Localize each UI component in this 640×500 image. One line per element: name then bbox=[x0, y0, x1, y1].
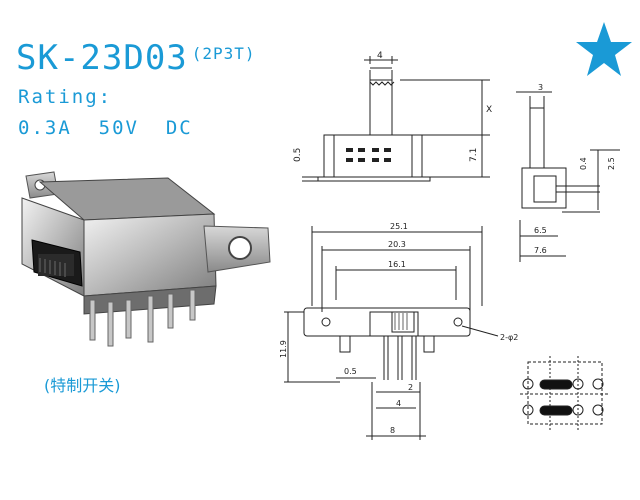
switch-photo bbox=[21, 171, 271, 347]
dim-20-3: 20.3 bbox=[388, 240, 406, 249]
dim-4-bottom: 4 bbox=[396, 399, 401, 408]
dim-16-1: 16.1 bbox=[388, 260, 406, 269]
dim-3: 3 bbox=[538, 83, 543, 92]
dim-2-bottom: 2 bbox=[408, 383, 413, 392]
product-title: SK-23D03(2P3T) bbox=[16, 38, 256, 78]
dim-25-1: 25.1 bbox=[390, 222, 408, 231]
dim-6-5: 6.5 bbox=[534, 226, 547, 235]
pcb-footprint bbox=[520, 356, 610, 430]
front-view bbox=[284, 226, 499, 440]
dim-8: 8 bbox=[390, 426, 395, 435]
dim-hole: 2-φ2 bbox=[500, 333, 518, 342]
dim-7-6: 7.6 bbox=[534, 246, 547, 255]
technical-drawing: 4 X 7.1 0.5 3 0.4 2.5 6.5 7.6 bbox=[279, 51, 620, 440]
dim-x: X bbox=[486, 105, 492, 115]
rating-spec: 0.3A 50V DC bbox=[18, 117, 193, 139]
pole-throw-label: (2P3T) bbox=[191, 44, 256, 63]
dim-0-4: 0.4 bbox=[579, 157, 588, 170]
dim-0-5-side: 0.5 bbox=[293, 148, 303, 162]
rating-label: Rating: bbox=[18, 86, 113, 108]
model-number: SK-23D03 bbox=[16, 38, 188, 78]
dim-7-1: 7.1 bbox=[469, 148, 479, 162]
star-icon bbox=[576, 22, 632, 76]
dim-11-9: 11.9 bbox=[279, 340, 288, 358]
side-view bbox=[302, 56, 490, 182]
dim-0-5-bottom: 0.5 bbox=[344, 367, 357, 376]
end-view bbox=[516, 91, 620, 262]
dim-4-top: 4 bbox=[377, 51, 383, 61]
product-caption: (特制开关) bbox=[44, 376, 121, 395]
dim-2-5: 2.5 bbox=[607, 157, 616, 170]
